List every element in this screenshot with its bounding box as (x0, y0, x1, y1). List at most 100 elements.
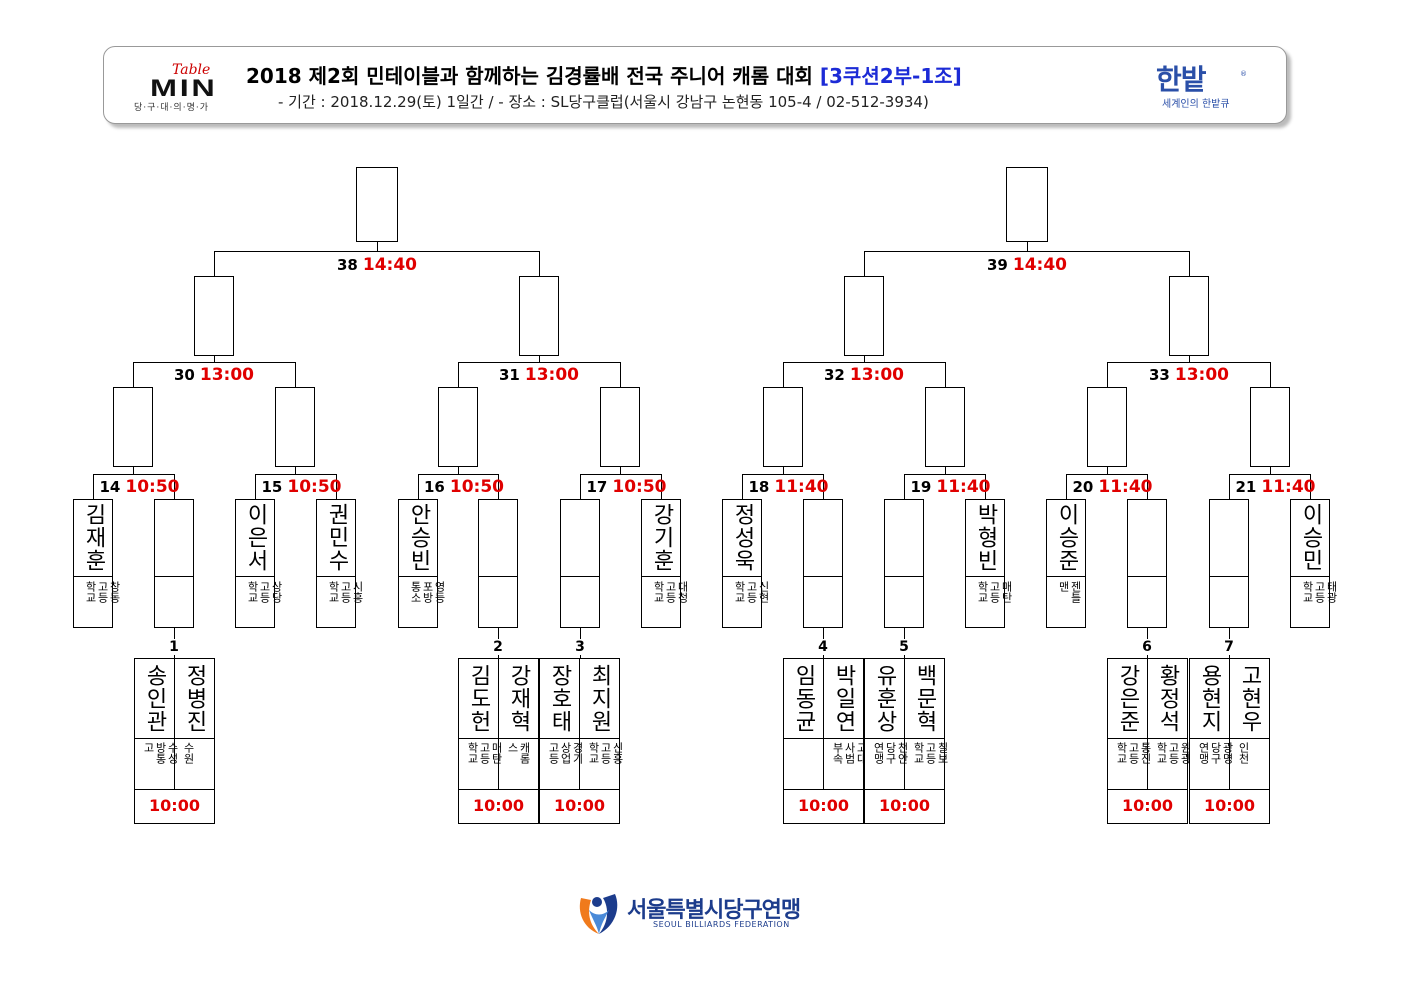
player-school: 캐롬 스 (506, 742, 531, 764)
bracket-line (823, 658, 824, 790)
player-name: 정성욱 (730, 503, 755, 572)
first-round-match-number: 4 (815, 639, 831, 655)
game-time: 10:00 (1204, 796, 1255, 815)
seeded-player-name-box (73, 499, 113, 577)
seeded-player-name-box (1046, 499, 1086, 577)
player-school: 매탄 고등 학교 (466, 742, 503, 764)
match-number: 17 (586, 478, 608, 496)
bracket-line (864, 355, 865, 363)
player-school: 천안 당구 연맹 (872, 742, 909, 764)
player-name: 장호태 (547, 664, 572, 733)
bracket-line (579, 658, 580, 790)
bracket-line (255, 474, 256, 500)
bracket-line (1229, 474, 1230, 500)
hanbat-reg-mark: ® (1240, 70, 1247, 78)
bracket-line (823, 474, 824, 500)
match-number: 33 (1149, 366, 1170, 384)
bracket-line (539, 251, 540, 277)
player-school: 신현 고등 학교 (733, 581, 770, 603)
quarterfinal-slot-box (763, 387, 803, 467)
winner-slot-box (478, 576, 518, 628)
bracket-line (133, 362, 296, 363)
bracket-line (783, 466, 784, 475)
match-time: 11:40 (936, 477, 991, 497)
player-name: 강기훈 (649, 503, 674, 572)
bracket-line (904, 474, 986, 475)
bracket-line (214, 251, 215, 277)
hanbat-slogan: 세계인의 한밭큐 (1162, 99, 1230, 110)
bracket-line (539, 355, 540, 363)
bracket-line (1066, 474, 1067, 500)
first-round-match-number: 2 (490, 639, 506, 655)
bracket-line (458, 738, 539, 739)
winner-slot-box (803, 499, 843, 577)
bracket-line (134, 738, 215, 739)
seeded-player-school-box (316, 576, 356, 628)
bracket-line (133, 466, 134, 475)
bracket-line (255, 474, 337, 475)
bracket-line (539, 789, 620, 790)
seeded-player-name-box (316, 499, 356, 577)
match-number: 15 (261, 478, 283, 496)
bracket-line (93, 474, 94, 500)
seeded-player-name-box (235, 499, 275, 577)
page-title: 2018 제2회 민테이블과 함께하는 김경률배 전국 주니어 캐롬 대회 [3… (246, 60, 962, 89)
bracket-line (539, 738, 620, 739)
match-time: 13:00 (849, 365, 904, 385)
first-round-match-number: 5 (896, 639, 912, 655)
seeded-player-school-box (1046, 576, 1086, 628)
match-number: 39 (987, 256, 1008, 274)
bracket-line (742, 474, 824, 475)
bracket-line (783, 362, 784, 388)
first-round-match-number: 6 (1139, 639, 1155, 655)
bracket-line (580, 474, 581, 500)
bracket-line (295, 466, 296, 475)
bracket-line (1229, 474, 1311, 475)
federation-name-en: SEOUL BILLIARDS FEDERATION (653, 920, 790, 929)
bracket-line (498, 474, 499, 500)
match-number: 14 (99, 478, 121, 496)
player-name: 용현지 (1197, 664, 1222, 733)
player-name: 최지원 (587, 664, 612, 733)
bracket-line (1147, 658, 1148, 790)
seeded-player-school-box (398, 576, 438, 628)
match-time: 13:00 (1174, 365, 1229, 385)
bracket-line (133, 362, 134, 388)
federation-name: 서울특별시당구연맹 (627, 898, 801, 923)
player-school: 대청 고등 학교 (652, 581, 689, 603)
winner-slot-box (154, 499, 194, 577)
bracket-line (458, 789, 539, 790)
player-name: 이승준 (1054, 503, 1079, 572)
winner-slot-box (1209, 576, 1249, 628)
match-number: 38 (337, 256, 358, 274)
player-school: 수성 방통 고 (142, 742, 179, 764)
bracket-line (458, 362, 621, 363)
bracket-line (1270, 362, 1271, 388)
bracket-line (1107, 789, 1188, 790)
bracket-line (620, 362, 621, 388)
hanbat-logo: 한밭 ® 세계인의 한밭큐 (1150, 58, 1250, 114)
bracket-line (620, 466, 621, 475)
game-time: 10:00 (149, 796, 200, 815)
player-name: 권민수 (324, 503, 349, 572)
player-school: 태광 고등 학교 (1301, 581, 1338, 603)
bracket-line (418, 474, 499, 475)
player-name: 김도헌 (466, 664, 491, 733)
seeded-player-school-box (722, 576, 762, 628)
first-round-match-number: 7 (1221, 639, 1237, 655)
quarterfinal-slot-box (600, 387, 640, 467)
logo-script-text: Table (172, 62, 211, 78)
semifinal-slot-box (844, 276, 884, 356)
match-time: 10:50 (449, 477, 504, 497)
player-school: 젠틀 맨 (1057, 581, 1082, 603)
game-time: 10:00 (798, 796, 849, 815)
bracket-line (945, 466, 946, 475)
player-name: 강은준 (1115, 664, 1140, 733)
match-number: 16 (424, 478, 445, 496)
table-min-logo: Table MIN 당·구·대·의·명·가 (132, 58, 240, 114)
